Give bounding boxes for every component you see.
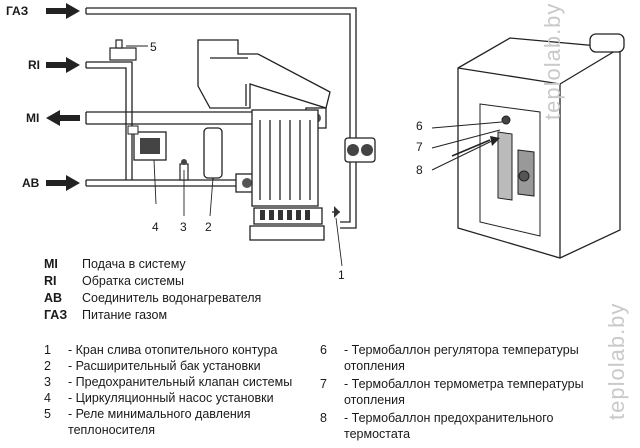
legend-row-ab: AB Соединитель водонагревателя: [44, 291, 261, 306]
flue-hood: [197, 39, 331, 109]
callout-4: 4: [152, 220, 159, 234]
legend-abbr: MI: [44, 257, 58, 271]
port-label-ri: RI: [28, 58, 40, 72]
gas-pipe: [85, 7, 357, 229]
list-text-cont: отопления: [344, 359, 405, 373]
list-text: - Предохранительный клапан системы: [68, 375, 293, 389]
list-text: - Расширительный бак установки: [68, 359, 261, 373]
probe-arrow-icon: [451, 136, 500, 157]
legend-abbr: AB: [44, 291, 63, 305]
expansion-tank: [203, 127, 223, 180]
list-text-cont: термостата: [344, 427, 411, 441]
watermark-1: teplolab.by: [540, 2, 565, 120]
callout-2: 2: [205, 220, 212, 234]
legend-row-ri: RI Обратка системы: [44, 274, 184, 289]
callout-5: 5: [150, 40, 157, 54]
gas-arrow: [46, 3, 80, 19]
list-num: 3: [44, 375, 51, 389]
boiler-cabinet: [457, 33, 625, 259]
legend-desc: Обратка системы: [82, 274, 185, 288]
list-num: 1: [44, 343, 51, 357]
callout-3: 3: [180, 220, 187, 234]
watermark-2: teplolab.by: [604, 302, 629, 420]
callout-6: 6: [416, 119, 423, 133]
list-num: 6: [320, 343, 327, 357]
callout-leaders-right: [431, 121, 503, 171]
heat-exchanger: [251, 109, 319, 207]
list-text: - Реле минимального давления: [68, 407, 251, 421]
callout-8: 8: [416, 163, 423, 177]
pressure-switch: [109, 39, 148, 61]
legend-abbr: ГАЗ: [44, 308, 68, 322]
legend-desc: Подача в систему: [82, 257, 186, 271]
legend-desc: Питание газом: [82, 308, 168, 322]
list-text: - Термобаллон предохранительного: [344, 411, 554, 425]
legend-row-gas: ГАЗ Питание газом: [44, 308, 167, 323]
list-text: - Термобаллон термометра температуры: [344, 377, 584, 391]
list-num: 7: [320, 377, 327, 391]
callout-leaders-left: [153, 159, 343, 267]
legend-abbr: RI: [44, 274, 57, 288]
callout-7: 7: [416, 140, 423, 154]
ri-arrow: [46, 57, 80, 73]
water-heater-pipe: [85, 118, 236, 187]
list-num: 2: [44, 359, 51, 373]
list-num: 5: [44, 407, 51, 421]
burner: [249, 207, 325, 241]
list-text-cont: теплоносителя: [68, 423, 155, 437]
port-label-mi: MI: [26, 111, 40, 125]
list-num: 4: [44, 391, 51, 405]
circulation-pump: [127, 125, 167, 161]
list-num: 8: [320, 411, 327, 425]
list-text: - Кран слива отопительного контура: [68, 343, 278, 357]
legend-desc: Соединитель водонагревателя: [82, 291, 262, 305]
port-label-gas: ГАЗ: [6, 4, 29, 18]
return-pipe: [85, 61, 133, 118]
list-text: - Циркуляционный насос установки: [68, 391, 274, 405]
legend-row-mi: MI Подача в систему: [44, 257, 186, 272]
port-label-ab: AB: [22, 176, 40, 190]
drain-valve: [332, 206, 340, 218]
mi-arrow: [46, 110, 80, 126]
ab-arrow: [46, 175, 80, 191]
list-text: - Термобаллон регулятора температуры: [344, 343, 579, 357]
gas-valve: [344, 137, 376, 163]
list-text-cont: отопления: [344, 393, 405, 407]
callout-1: 1: [338, 268, 345, 282]
cabinet-internals: [479, 103, 541, 237]
